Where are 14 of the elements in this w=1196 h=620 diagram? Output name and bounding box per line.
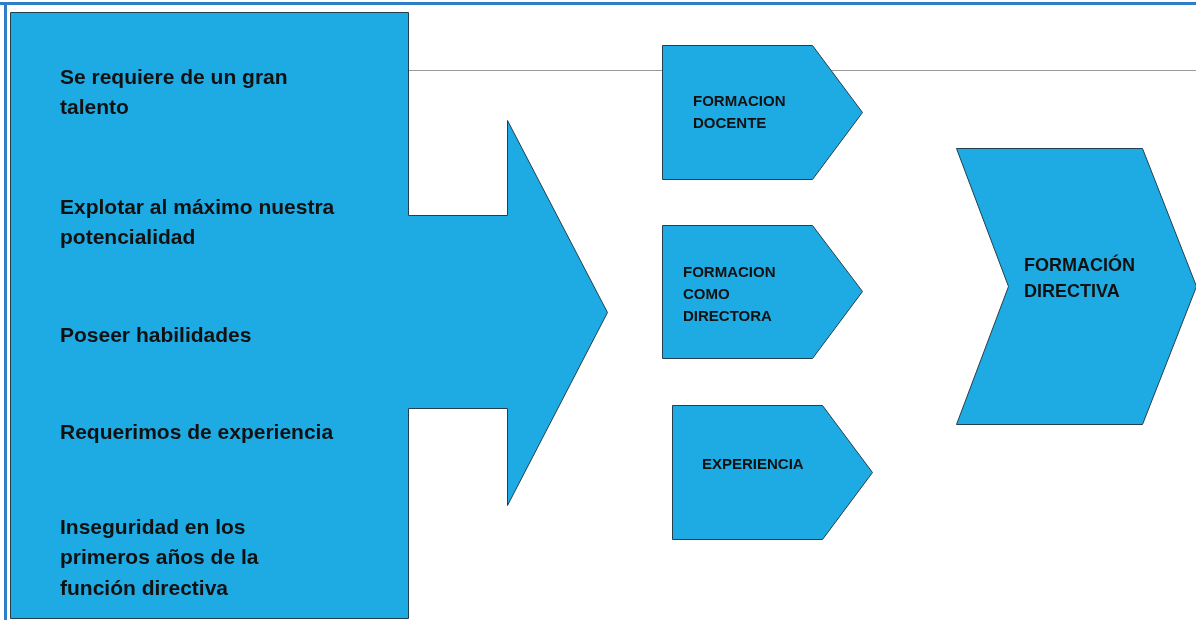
bullet-text: Requerimos de experiencia bbox=[60, 419, 335, 445]
pentagon-shape bbox=[662, 45, 863, 180]
bullet-text: Explotar al máximo nuestra potencialidad bbox=[60, 194, 336, 251]
shape-label: EXPERIENCIA bbox=[702, 454, 805, 474]
shape-label: FORMACION COMO DIRECTORA bbox=[683, 262, 777, 326]
pentagon-shape bbox=[662, 225, 863, 359]
block-arrow bbox=[10, 12, 608, 619]
bullet-text: Se requiere de un gran talento bbox=[60, 64, 289, 121]
bullet-text: Poseer habilidades bbox=[60, 322, 253, 348]
bullet-text: Inseguridad en los primeros años de la función directiva bbox=[60, 514, 260, 601]
shape-label: FORMACIÓN DIRECTIVA bbox=[1024, 253, 1136, 304]
chevron-shape bbox=[956, 148, 1196, 425]
shape-label: FORMACION DOCENTE bbox=[693, 91, 787, 133]
pentagon-shape bbox=[672, 405, 873, 540]
